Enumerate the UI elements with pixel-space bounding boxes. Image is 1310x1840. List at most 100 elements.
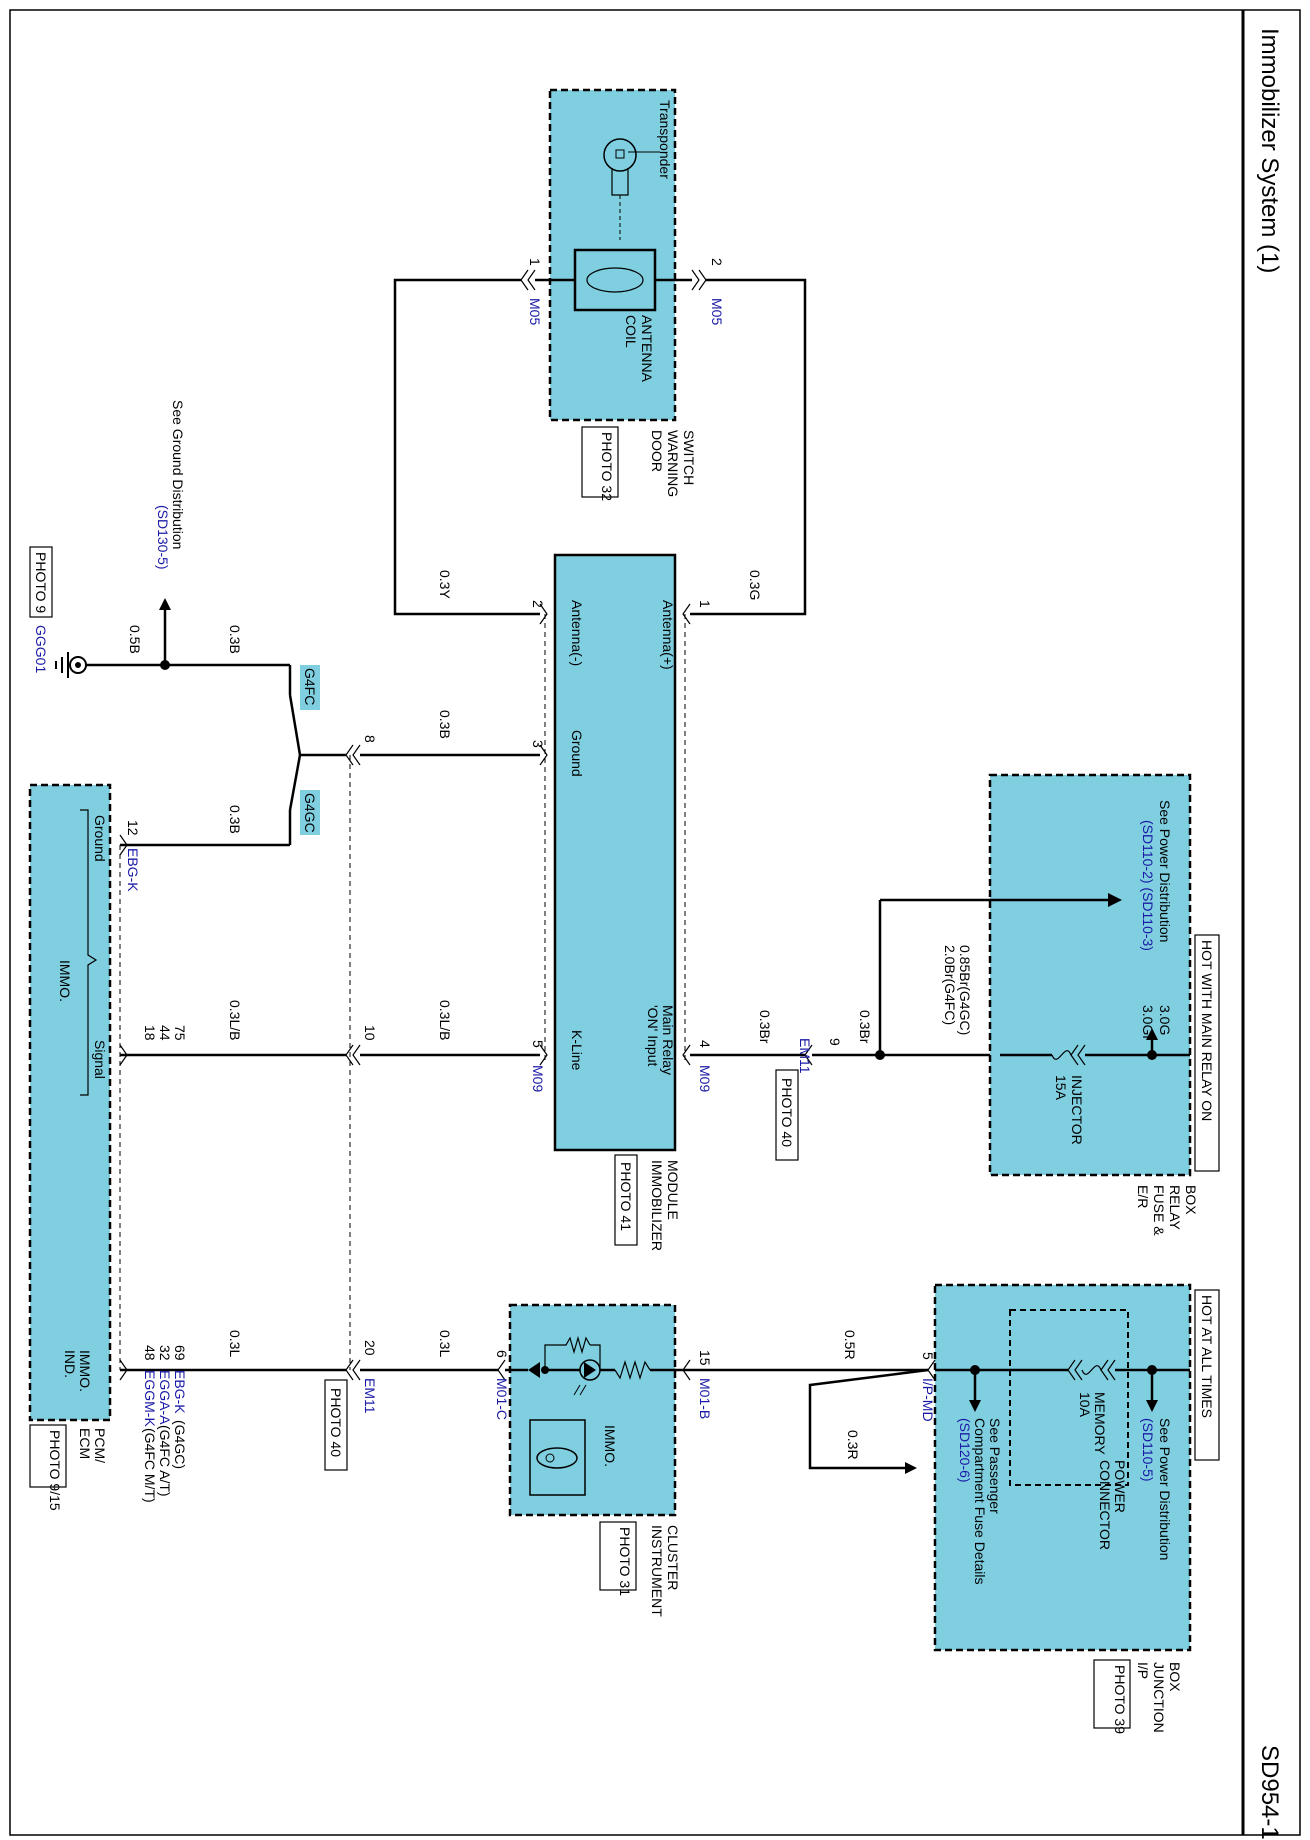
see-pass-ref[interactable]: (SD120-6) [957, 1418, 973, 1483]
ip-pin-5: 5 [920, 1352, 936, 1360]
cluster-immo-label: IMMO. [602, 1425, 618, 1467]
ground-icon [55, 652, 87, 678]
immo-pin-main-relay-2: 'ON' Input [645, 1005, 661, 1066]
er-see-power-refs[interactable]: (SD110-2) (SD110-3) [1140, 820, 1156, 951]
page-border [9, 9, 1301, 1836]
immo-module-label-1: IMMOBILIZER [649, 1160, 665, 1251]
ip-box-photo[interactable]: PHOTO 39 [1112, 1665, 1128, 1734]
er-fuse-relay-box[interactable] [988, 773, 1192, 1177]
ip-see-power-ref[interactable]: (SD110-5) [1140, 1418, 1156, 1482]
door-connector-1[interactable]: M05 [527, 298, 543, 325]
ecm-ind-conn-1[interactable]: EBG-K [172, 1370, 188, 1414]
hot-all-times-label: HOT AT ALL TIMES [1199, 1295, 1215, 1418]
see-pass-1: See Passenger [987, 1418, 1003, 1514]
ground-photo[interactable]: PHOTO 9 [33, 552, 49, 613]
wire-03br-a: 0.3Br [857, 1010, 873, 1044]
em11-b-photo[interactable]: PHOTO 40 [328, 1388, 344, 1457]
door-pin-2: 2 [709, 258, 725, 266]
er-wire-30g: 3.0G [1157, 1005, 1173, 1035]
cluster-conn-b[interactable]: M01-B [697, 1378, 713, 1419]
er-box-label-2: FUSE & [1151, 1185, 1167, 1236]
junction-pin-10: 10 [362, 1025, 378, 1041]
injector-fuse-rating: 15A [1053, 1075, 1069, 1101]
junction-pin-8: 8 [362, 735, 378, 743]
immo-conn-pin4[interactable]: M09 [697, 1065, 713, 1092]
er-box-label-1: E/R [1135, 1185, 1151, 1208]
immo-pin-number-1: 1 [697, 600, 713, 608]
ecm-immo-label: IMMO. [57, 960, 73, 1002]
ecm-ind-conn-3-note: (G4FC M/T) [142, 1428, 158, 1503]
em11-b-pin: 20 [362, 1340, 378, 1356]
ecm-ind-pin-1: 69 [172, 1345, 188, 1361]
memory-fuse-rating: 10A [1077, 1392, 1093, 1418]
immo-pin-number-2: 2 [530, 600, 546, 608]
cluster-pin-15: 15 [697, 1350, 713, 1366]
em11-b-connector[interactable]: EM11 [362, 1378, 378, 1414]
ecm-ind-conn-2[interactable]: EGGA-A [157, 1370, 173, 1425]
memory-fuse-name: MEMORY [1092, 1392, 1108, 1455]
ip-box-label-2: JUNCTION [1151, 1662, 1167, 1733]
immo-pin-ground: Ground [569, 730, 585, 777]
immo-pin-antenna-plus: Antenna(+) [660, 600, 676, 670]
ecm-signal-pin-3: 18 [142, 1025, 158, 1041]
ecm-ground-label: Ground [92, 815, 108, 862]
see-pass-2: Compartment Fuse Details [972, 1418, 988, 1585]
wire-03l-a: 0.3L [437, 1330, 453, 1357]
ip-box-label-1: I/P [1135, 1662, 1151, 1679]
g4gc-tag: G4GC [302, 793, 318, 833]
door-switch-label-1: DOOR [649, 430, 665, 472]
g4fc-tag: G4FC [302, 668, 318, 705]
pcm-ecm[interactable] [28, 783, 112, 1422]
ground-point[interactable]: GGG01 [33, 625, 49, 673]
ip-connector[interactable]: I/P-MD [920, 1378, 936, 1422]
wire-03r: 0.3R [845, 1430, 861, 1460]
instrument-cluster[interactable] [508, 1303, 677, 1517]
title-block: Immobilizer System (1) [1256, 28, 1283, 273]
antenna-coil-icon [586, 267, 644, 293]
power-connector-box [1009, 1309, 1129, 1486]
page-title: Immobilizer System (1) [1256, 28, 1283, 273]
er-see-power: See Power Distribution [1157, 800, 1173, 942]
cluster-photo[interactable]: PHOTO 31 [617, 1527, 633, 1596]
ecm-ind-conn-3[interactable]: EGGM-K [142, 1370, 158, 1427]
ecm-signal-pin-1: 75 [172, 1025, 188, 1041]
er-wire-20br: 2.0Br(G4FC) [942, 945, 958, 1025]
power-connector-label-1: POWER [1112, 1460, 1128, 1513]
em11-a-pin: 9 [827, 1038, 843, 1046]
ecm-ind-conn-1-note: (G4GC) [172, 1420, 188, 1469]
wire-05r: 0.5R [842, 1330, 858, 1360]
wire-03y: 0.3Y [437, 570, 453, 599]
er-wire-085br: 0.85Br(G4GC) [957, 945, 973, 1035]
immo-conn-pin5[interactable]: M09 [530, 1065, 546, 1092]
ecm-ind-pin-3: 48 [142, 1345, 158, 1361]
ecm-label-1: PCM/ [92, 1428, 108, 1463]
immo-module-label-2: MODULE [665, 1160, 681, 1220]
ecm-pin-12: 12 [125, 820, 141, 836]
immobilizer-module[interactable] [553, 553, 677, 1152]
ecm-signal-pin-2: 44 [157, 1025, 173, 1041]
immo-pin-number-5: 5 [530, 1040, 546, 1048]
cluster-pin-6: 6 [494, 1350, 510, 1358]
door-switch-label-3: SWITCH [681, 430, 697, 485]
immo-module-photo[interactable]: PHOTO 41 [618, 1162, 634, 1231]
door-switch-photo[interactable]: PHOTO 32 [599, 432, 615, 501]
ecm-ind-pin-2: 32 [157, 1345, 173, 1361]
cluster-label-2: CLUSTER [665, 1525, 681, 1590]
ecm-conn-ground[interactable]: EBG-K [125, 848, 141, 892]
cluster-label-1: INSTRUMENT [649, 1525, 665, 1617]
ip-box-label-3: BOX [1167, 1662, 1183, 1692]
er-box-label-3: RELAY [1167, 1185, 1183, 1231]
wire-03g: 0.3G [747, 570, 763, 600]
door-connector-2[interactable]: M05 [709, 298, 725, 325]
door-pin-1: 1 [527, 258, 543, 266]
door-switch-label-2: WARNING [665, 430, 681, 497]
ecm-photo[interactable]: PHOTO 9/15 [47, 1430, 63, 1511]
wire-05b: 0.5B [127, 625, 143, 654]
see-ground-dist: See Ground Distribution [170, 400, 186, 549]
ip-junction-box[interactable] [933, 1283, 1192, 1652]
ecm-signal-label: Signal [92, 1040, 108, 1079]
see-ground-ref[interactable]: (SD130-5) [155, 505, 171, 570]
cluster-conn-c[interactable]: M01-C [494, 1378, 510, 1420]
em11-a-photo[interactable]: PHOTO 40 [779, 1078, 795, 1147]
